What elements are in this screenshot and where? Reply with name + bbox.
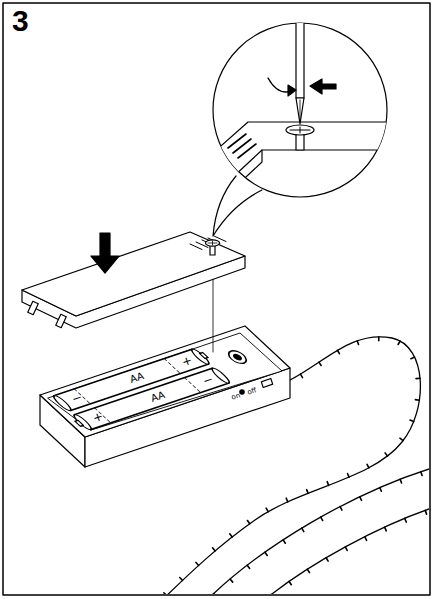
bulb [230, 579, 233, 582]
screw-part [208, 241, 217, 245]
zoom-detail-part [296, 98, 304, 124]
bulb [340, 507, 342, 511]
bulb [286, 498, 288, 502]
bulb [416, 377, 420, 379]
screw-part [206, 240, 220, 246]
bulb [398, 341, 400, 344]
switch-dot [240, 390, 244, 394]
battery-lid-part [190, 236, 226, 250]
bulb [307, 490, 308, 494]
battery-lid-part [28, 301, 39, 314]
bulb [421, 472, 422, 476]
battery-lid [22, 232, 245, 328]
bulb [230, 534, 232, 537]
step-number: 3 [12, 6, 29, 36]
bulb [347, 474, 349, 478]
batteries-part [232, 354, 242, 361]
bulb [405, 518, 407, 522]
bulb [196, 562, 199, 565]
batteries [49, 338, 261, 431]
bulb [425, 510, 426, 514]
screw [206, 240, 220, 255]
bulb [302, 528, 304, 531]
bulb [307, 569, 309, 572]
batteries-part [51, 395, 73, 412]
bulb [400, 438, 403, 440]
bulb [266, 508, 268, 511]
zoom-detail-part [300, 100, 301, 120]
bulb [385, 453, 387, 456]
step-frame [3, 3, 430, 595]
zoom-detail-part [290, 127, 310, 133]
bulb [400, 479, 401, 483]
zoom-detail-part [205, 122, 400, 178]
zoom-detail-part [286, 125, 314, 135]
batteries-part [72, 414, 94, 431]
bulb [213, 548, 216, 551]
callout-tail [213, 176, 262, 236]
zoom-detail-part [296, 20, 304, 98]
bulb [289, 581, 291, 584]
bulb [327, 482, 328, 486]
bulb [180, 577, 183, 580]
bulb [247, 565, 249, 568]
bulb [164, 593, 167, 594]
bulb [410, 420, 414, 421]
bulb [321, 517, 323, 520]
bulb [326, 558, 328, 561]
switch [261, 379, 272, 388]
zoom-detail-part [228, 134, 256, 158]
bulb [300, 374, 302, 377]
bulb [247, 520, 249, 523]
bulb [214, 594, 217, 595]
bulb [345, 547, 347, 551]
bulb [337, 350, 339, 353]
light-string-part [205, 468, 429, 594]
bulb [319, 362, 321, 365]
bulb [415, 399, 419, 401]
bulb [367, 464, 369, 468]
bulb [411, 357, 415, 359]
bulb [360, 497, 362, 501]
zoom-detail-part [310, 79, 336, 94]
bulb [365, 537, 367, 541]
batteries-part [75, 368, 229, 429]
battery-box-part [48, 333, 282, 430]
zoom-detail-part [288, 10, 312, 22]
bulb [385, 527, 387, 531]
batteries-part [75, 420, 83, 426]
light-string-part [262, 508, 429, 594]
illustration-part [3, 3, 432, 599]
push-arrow [91, 233, 119, 273]
batteries-part [200, 353, 208, 359]
zoom-detail [205, 10, 400, 190]
bulb [378, 337, 380, 341]
batteries-part [225, 349, 250, 365]
battery-lid-part [22, 232, 245, 316]
battery-box-part [40, 326, 290, 437]
battery-lid-part [56, 314, 67, 327]
bulb [265, 552, 267, 555]
bulb [283, 540, 285, 543]
battery-box [40, 326, 290, 467]
zoom-detail-part [232, 150, 262, 190]
vent-slot [190, 244, 202, 250]
bulb [380, 488, 382, 492]
zoom-detail-part [288, 85, 296, 96]
bulb [357, 341, 358, 345]
